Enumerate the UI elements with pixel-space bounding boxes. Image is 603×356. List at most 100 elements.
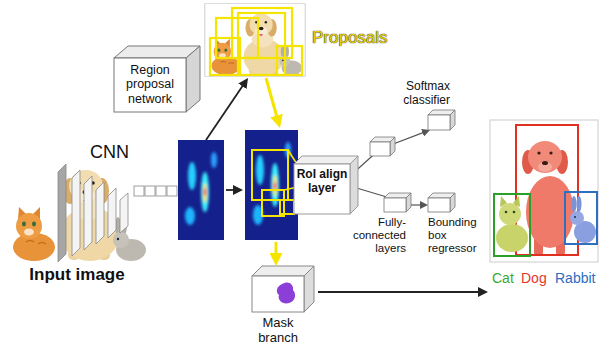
cnn-layers-part [108,188,116,238]
roi-label: RoI align layer [295,168,349,196]
regressor-cube-part [428,198,450,212]
proposals-photo-part [210,38,240,75]
output-photo-part [494,194,530,256]
rpn-label: Region proposal network [117,63,183,106]
rpn-box-shape-part [186,46,200,112]
input-photo [4,156,150,262]
feature-map-part [185,152,217,225]
dog-label: Dog [521,270,551,286]
cnn-layers [58,164,177,262]
softmax-classifier: Softmax classifier [380,80,450,130]
roi-align-layer: RoI align layer [243,128,350,242]
proposals-photo-part [205,4,304,76]
regressor-cube [428,193,455,212]
output-photo-part [542,161,548,165]
output-photo-part [538,162,552,172]
output-photo [490,120,598,262]
cnn-layers-part [58,164,66,262]
output-photo-part [505,211,508,214]
output-photo-part [537,151,540,154]
proposals-photo-part [205,4,305,76]
mask-branch-shape [252,266,314,312]
roi-feature-map-part [252,150,288,200]
connector-arrow [226,189,239,191]
roi-align-block-part [294,156,358,164]
cnn-layers-part [120,193,128,233]
cnn-layers-part [72,170,80,256]
feature-map [178,140,224,240]
output-photo-part [513,211,516,214]
fc-cube-part [384,198,406,212]
fc-cube-part [370,142,390,156]
output-photo-part [549,151,552,154]
output-photo-part [565,192,597,244]
connector-group [206,78,484,292]
feature-map-part-part [185,207,195,225]
cnn-label: CNN [90,142,144,163]
fc-cube [370,137,395,156]
mask-branch-shape-part [252,266,314,276]
roi-feature-map [245,130,302,240]
connector-arrow [266,78,279,123]
proposals-photo-part [216,18,258,58]
softmax-cube-part [450,110,455,130]
cnn-layers-part [96,182,104,244]
mask-branch-shape-part [277,282,295,303]
output-photo-part [490,120,598,262]
feature-map-part-part [188,162,196,190]
roi-feature-map-part-part [256,155,264,185]
bbox-regressor: Bounding box regressor [428,198,486,266]
output-photo-part [572,196,577,212]
mask-branch: Mask branch [250,266,318,350]
proposals-photo [205,4,305,76]
cnn-layers-part [134,186,144,196]
proposals-photo-part [277,46,302,75]
roi-feature-map-part [280,200,294,214]
softmax-cube-part [428,115,450,130]
output-photo-part [496,224,528,252]
mask-label: Mask branch [250,316,306,346]
rpn-box: Region proposal network [114,58,186,112]
cnn-layers-part [167,186,177,196]
rpn-box-shape [114,46,200,112]
output-photo-part [499,203,521,225]
output-photo-part [574,216,576,218]
fc-cube-part [406,193,411,212]
roi-feature-map-part [253,142,291,225]
mask-branch-shape-part [252,276,304,312]
connector-arrow [350,131,427,176]
proposals-label: Proposals [312,28,392,48]
input-photo-part [4,156,150,262]
connector-arrow [206,81,246,140]
proposals-photo-part [232,8,292,58]
regressor-cube-part [450,193,455,212]
connector-arrow [275,242,278,261]
mask-branch-shape-part [304,266,314,312]
feature-map-part [178,140,224,240]
cnn-layers-part [84,176,92,250]
output-photo-part [526,176,574,248]
cat-label: Cat [492,270,518,286]
feature-map-part-part [203,183,207,203]
fc-layers: Fully-connected layers [351,198,406,266]
roi-align-block-part [294,164,350,214]
roi-feature-map-part-part [273,175,277,197]
output-image: CatDogRabbit [488,118,600,296]
input-image-caption: Input image [4,265,150,285]
roi-align-block [294,156,358,214]
output-photo-part [577,196,582,212]
rabbit-label: Rabbit [555,270,599,286]
cnn-block: CNN [88,140,226,250]
roi-feature-map-part-part [274,182,277,190]
proposals-image: Proposals [203,2,394,78]
bbox-label: Bounding box regressor [428,216,486,256]
fc-cube-part [390,137,395,156]
rpn-box-shape-part [114,58,186,112]
softmax-label: Softmax classifier [380,80,450,108]
feature-map-part-part [201,172,209,212]
rpn-box-shape-part [114,46,200,58]
cnn-layers-part [156,186,166,196]
cnn-layers-part [145,186,155,196]
